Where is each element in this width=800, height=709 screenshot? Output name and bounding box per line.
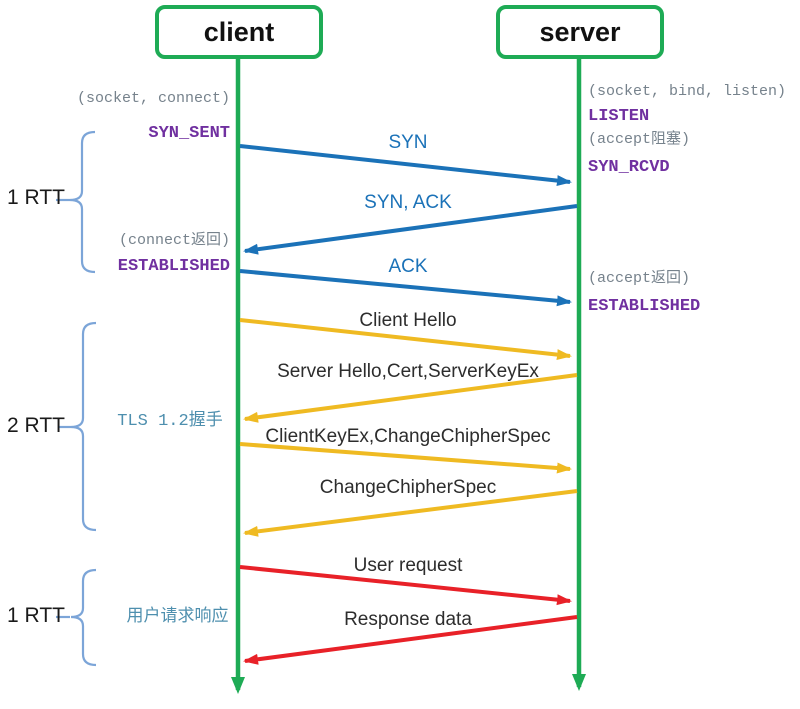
server-socket-bind-listen-label: (socket, bind, listen) [588,83,787,100]
server-accept-block-label: (accept阻塞) [588,131,691,148]
rtt-label-request: 1 RTT [7,604,65,627]
server-actor-box: server [496,5,664,59]
message-label-ack: ACK [388,256,428,277]
message-label-response-data: Response data [344,609,472,630]
message-label-user-request: User request [353,555,463,576]
message-label-syn: SYN [388,132,428,153]
client-state-syn-sent: SYN_SENT [148,124,230,143]
server-state-established: ESTABLISHED [588,297,701,316]
message-label-syn-ack: SYN, ACK [364,192,452,213]
rtt-brace-tcp [69,130,96,274]
tls-handshake-note: TLS 1.2握手 [117,412,223,431]
server-accept-return-label: (accept返回) [588,270,691,287]
message-label-changecipherspec: ChangeChipherSpec [319,477,497,498]
user-request-response-note: 用户请求响应 [126,608,229,627]
client-actor-box: client [155,5,323,59]
server-state-syn-rcvd: SYN_RCVD [588,158,670,177]
server-state-listen: LISTEN [588,107,650,126]
message-label-client-hello: Client Hello [359,310,457,331]
client-state-established: ESTABLISHED [117,257,230,276]
message-label-clientkeyex: ClientKeyEx,ChangeChipherSpec [265,426,551,447]
client-socket-connect-label: (socket, connect) [76,90,230,107]
rtt-brace-tls [70,321,97,532]
rtt-brace-request [70,568,97,667]
message-arrow-clientkeyex [239,442,572,474]
rtt-label-tcp: 1 RTT [7,186,65,209]
rtt-label-tls: 2 RTT [7,414,65,437]
message-label-server-hello: Server Hello,Cert,ServerKeyEx [277,361,539,382]
client-connect-return-label: (connect返回) [118,232,230,249]
